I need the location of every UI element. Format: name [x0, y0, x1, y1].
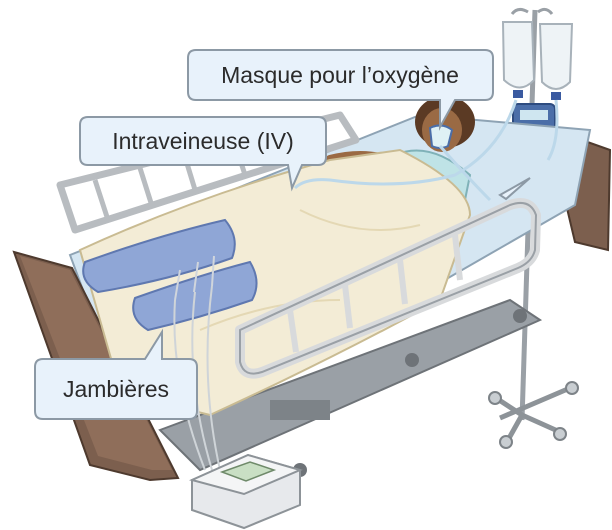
iv-bag-left [503, 22, 534, 98]
iv-bag-right [540, 24, 572, 100]
iv-label: Intraveineuse (IV) [112, 128, 294, 154]
oxygen-mask-label: Masque pour l’oxygène [221, 62, 459, 88]
leg-sleeves-label: Jambières [63, 376, 169, 402]
